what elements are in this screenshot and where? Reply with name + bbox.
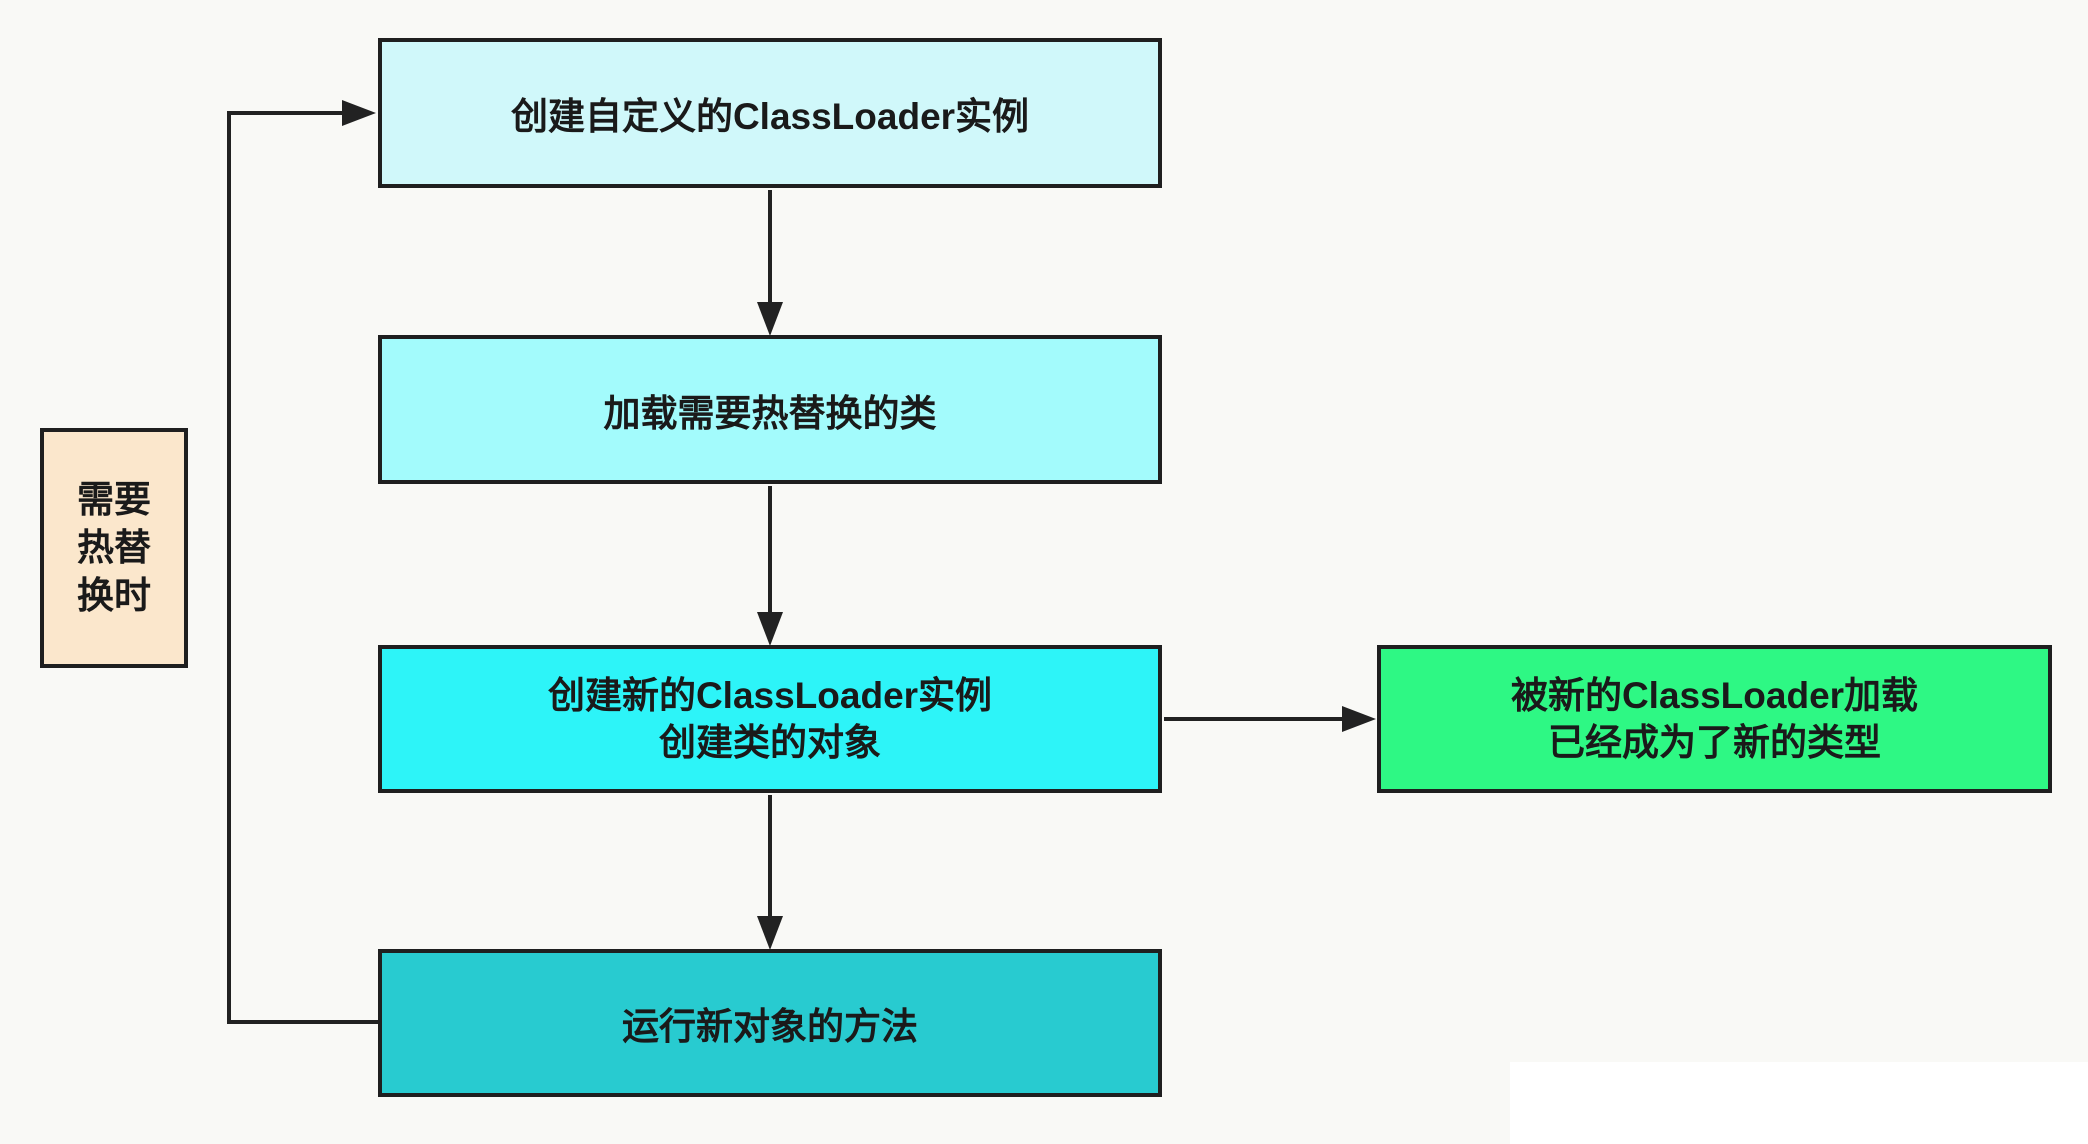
arrow-create-new-to-loaded	[1164, 706, 1376, 732]
node-load-hot-swap-classes: 加载需要热替换的类	[378, 335, 1162, 484]
arrow-load-to-create-new	[757, 486, 783, 646]
node-create-new-classloader: 创建新的ClassLoader实例 创建类的对象	[378, 645, 1162, 793]
node-loaded-by-new-classloader: 被新的ClassLoader加载 已经成为了新的类型	[1377, 645, 2052, 793]
node-label: 运行新对象的方法	[622, 1006, 918, 1047]
node-label-line3: 换时	[77, 575, 151, 616]
node-when-hot-swap-needed: 需要 热替 换时	[40, 428, 188, 668]
node-label-line1: 需要	[77, 479, 151, 520]
arrow-create-custom-to-load	[757, 190, 783, 336]
node-label: 创建自定义的ClassLoader实例	[510, 96, 1030, 137]
background-corner-patch	[1510, 1062, 2088, 1144]
arrow-create-new-to-run	[757, 795, 783, 950]
node-create-custom-classloader: 创建自定义的ClassLoader实例	[378, 38, 1162, 188]
node-label-line1: 被新的ClassLoader加载	[1510, 675, 1919, 716]
node-label-line2: 创建类的对象	[659, 722, 881, 763]
node-label: 加载需要热替换的类	[603, 392, 937, 434]
node-label-line2: 热替	[77, 527, 151, 568]
node-label-line2: 已经成为了新的类型	[1548, 722, 1881, 763]
arrow-run-back-to-create-custom	[227, 100, 378, 1024]
node-label-line1: 创建新的ClassLoader实例	[547, 675, 993, 716]
node-run-new-object-methods: 运行新对象的方法	[378, 949, 1162, 1097]
